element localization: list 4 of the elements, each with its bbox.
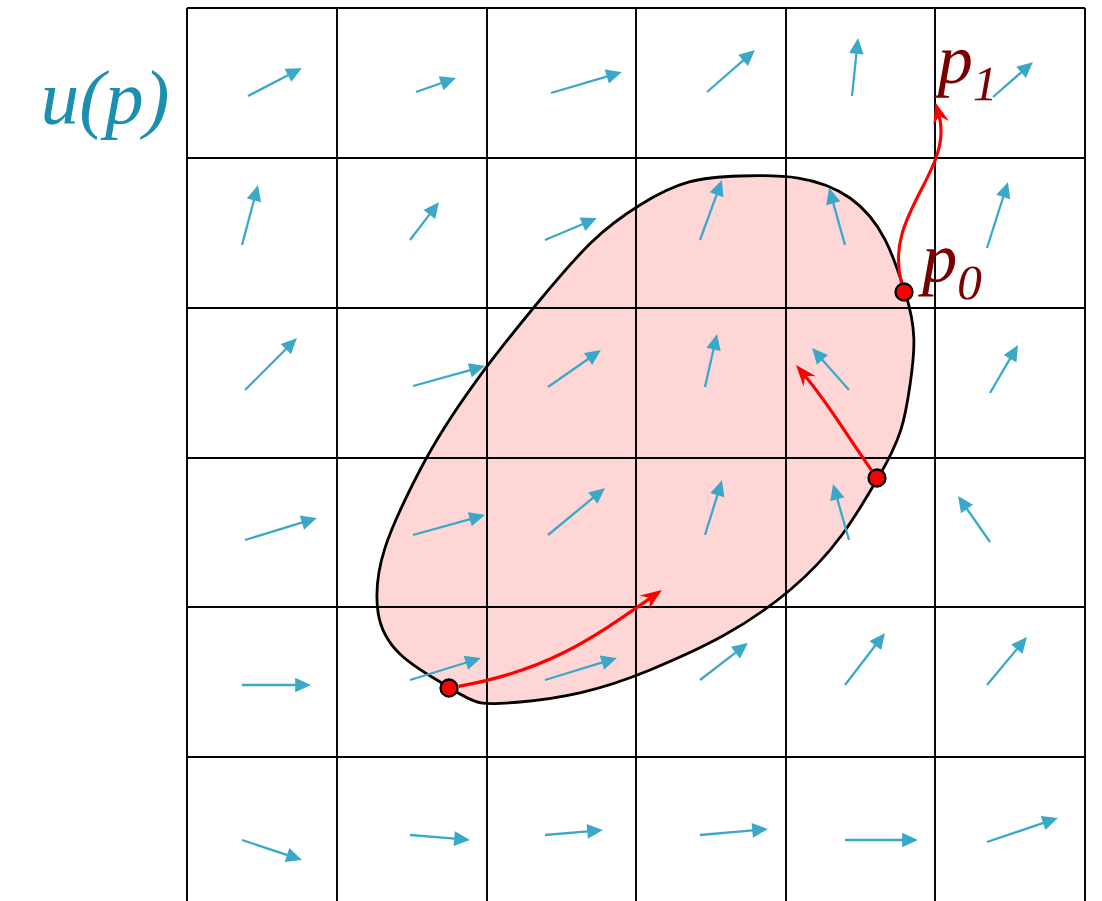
field-label: u(p) <box>44 69 167 141</box>
point-marker <box>439 678 459 698</box>
point-marker <box>867 468 887 488</box>
point-marker <box>894 282 914 302</box>
